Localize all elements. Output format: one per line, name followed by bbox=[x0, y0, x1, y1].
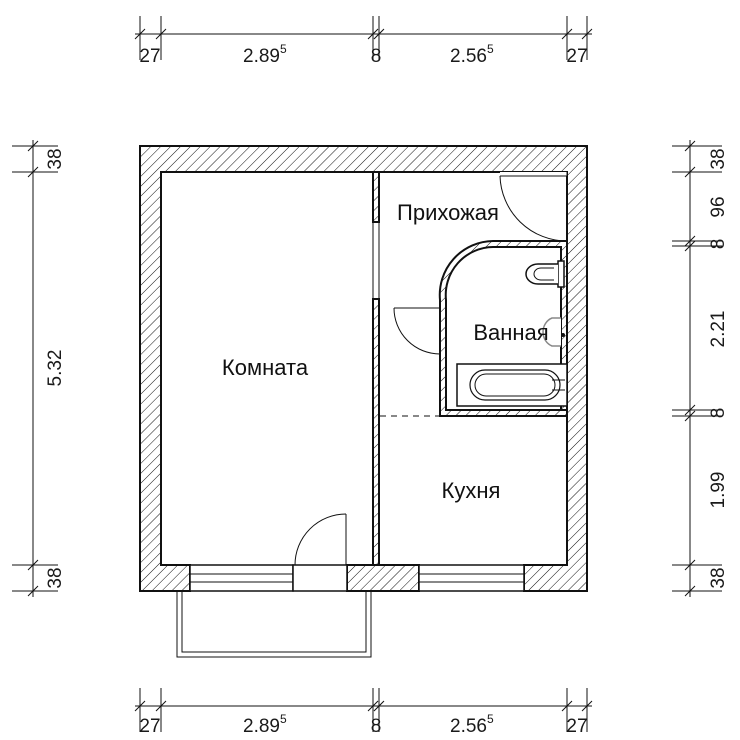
toilet-icon bbox=[525, 260, 565, 288]
right-dim-bathroom: 2.21 bbox=[708, 311, 729, 348]
bottom-dim-wall-left: 27 bbox=[139, 716, 160, 737]
window-room bbox=[189, 564, 294, 592]
bottom-dimension-line: 27 2.895 8 2.565 27 bbox=[134, 688, 593, 737]
right-dimension-line: 38 96 8 2.21 8 1.99 38 bbox=[672, 140, 729, 597]
bathroom-door-swing bbox=[393, 307, 441, 355]
right-dim-hallway: 96 bbox=[708, 196, 729, 217]
bathroom-walls bbox=[438, 240, 568, 417]
top-dim-wall-right: 27 bbox=[566, 46, 587, 67]
left-dim-room-depth: 5.32 bbox=[45, 350, 66, 387]
window-kitchen bbox=[418, 564, 525, 592]
room-label: Комната bbox=[222, 355, 309, 380]
balcony bbox=[176, 591, 372, 658]
bottom-dim-room-width: 2.895 bbox=[243, 712, 287, 737]
left-dim-bottom-wall: 38 bbox=[45, 567, 66, 588]
right-dim-kitchen: 1.99 bbox=[708, 472, 729, 509]
right-dim-bottom-wall: 38 bbox=[708, 567, 729, 588]
balcony-door-swing bbox=[294, 513, 347, 566]
top-dim-partition: 8 bbox=[371, 46, 382, 67]
bottom-dim-right-width: 2.565 bbox=[450, 712, 494, 737]
right-dim-top-wall: 38 bbox=[708, 148, 729, 169]
bathtub-icon bbox=[456, 363, 568, 407]
bottom-dim-wall-right: 27 bbox=[566, 716, 587, 737]
top-dim-wall-left: 27 bbox=[139, 46, 160, 67]
hallway-label: Прихожая bbox=[397, 200, 499, 225]
sink-icon bbox=[542, 317, 565, 347]
top-dimension-line: 27 2.895 8 2.565 27 bbox=[134, 16, 593, 67]
bathroom-label: Ванная bbox=[473, 320, 548, 345]
interior-partition-vertical bbox=[372, 171, 380, 566]
right-dim-partition-lower: 8 bbox=[708, 408, 729, 419]
right-dim-partition-upper: 8 bbox=[708, 239, 729, 250]
bottom-dim-partition: 8 bbox=[371, 716, 382, 737]
top-dim-room-width: 2.895 bbox=[243, 42, 287, 67]
entrance-door bbox=[499, 172, 568, 242]
top-dim-right-width: 2.565 bbox=[450, 42, 494, 67]
left-dimension-line: 38 5.32 38 bbox=[12, 140, 66, 597]
kitchen-label: Кухня bbox=[442, 478, 501, 503]
balcony-door-opening bbox=[292, 564, 348, 592]
left-dim-top-wall: 38 bbox=[45, 148, 66, 169]
